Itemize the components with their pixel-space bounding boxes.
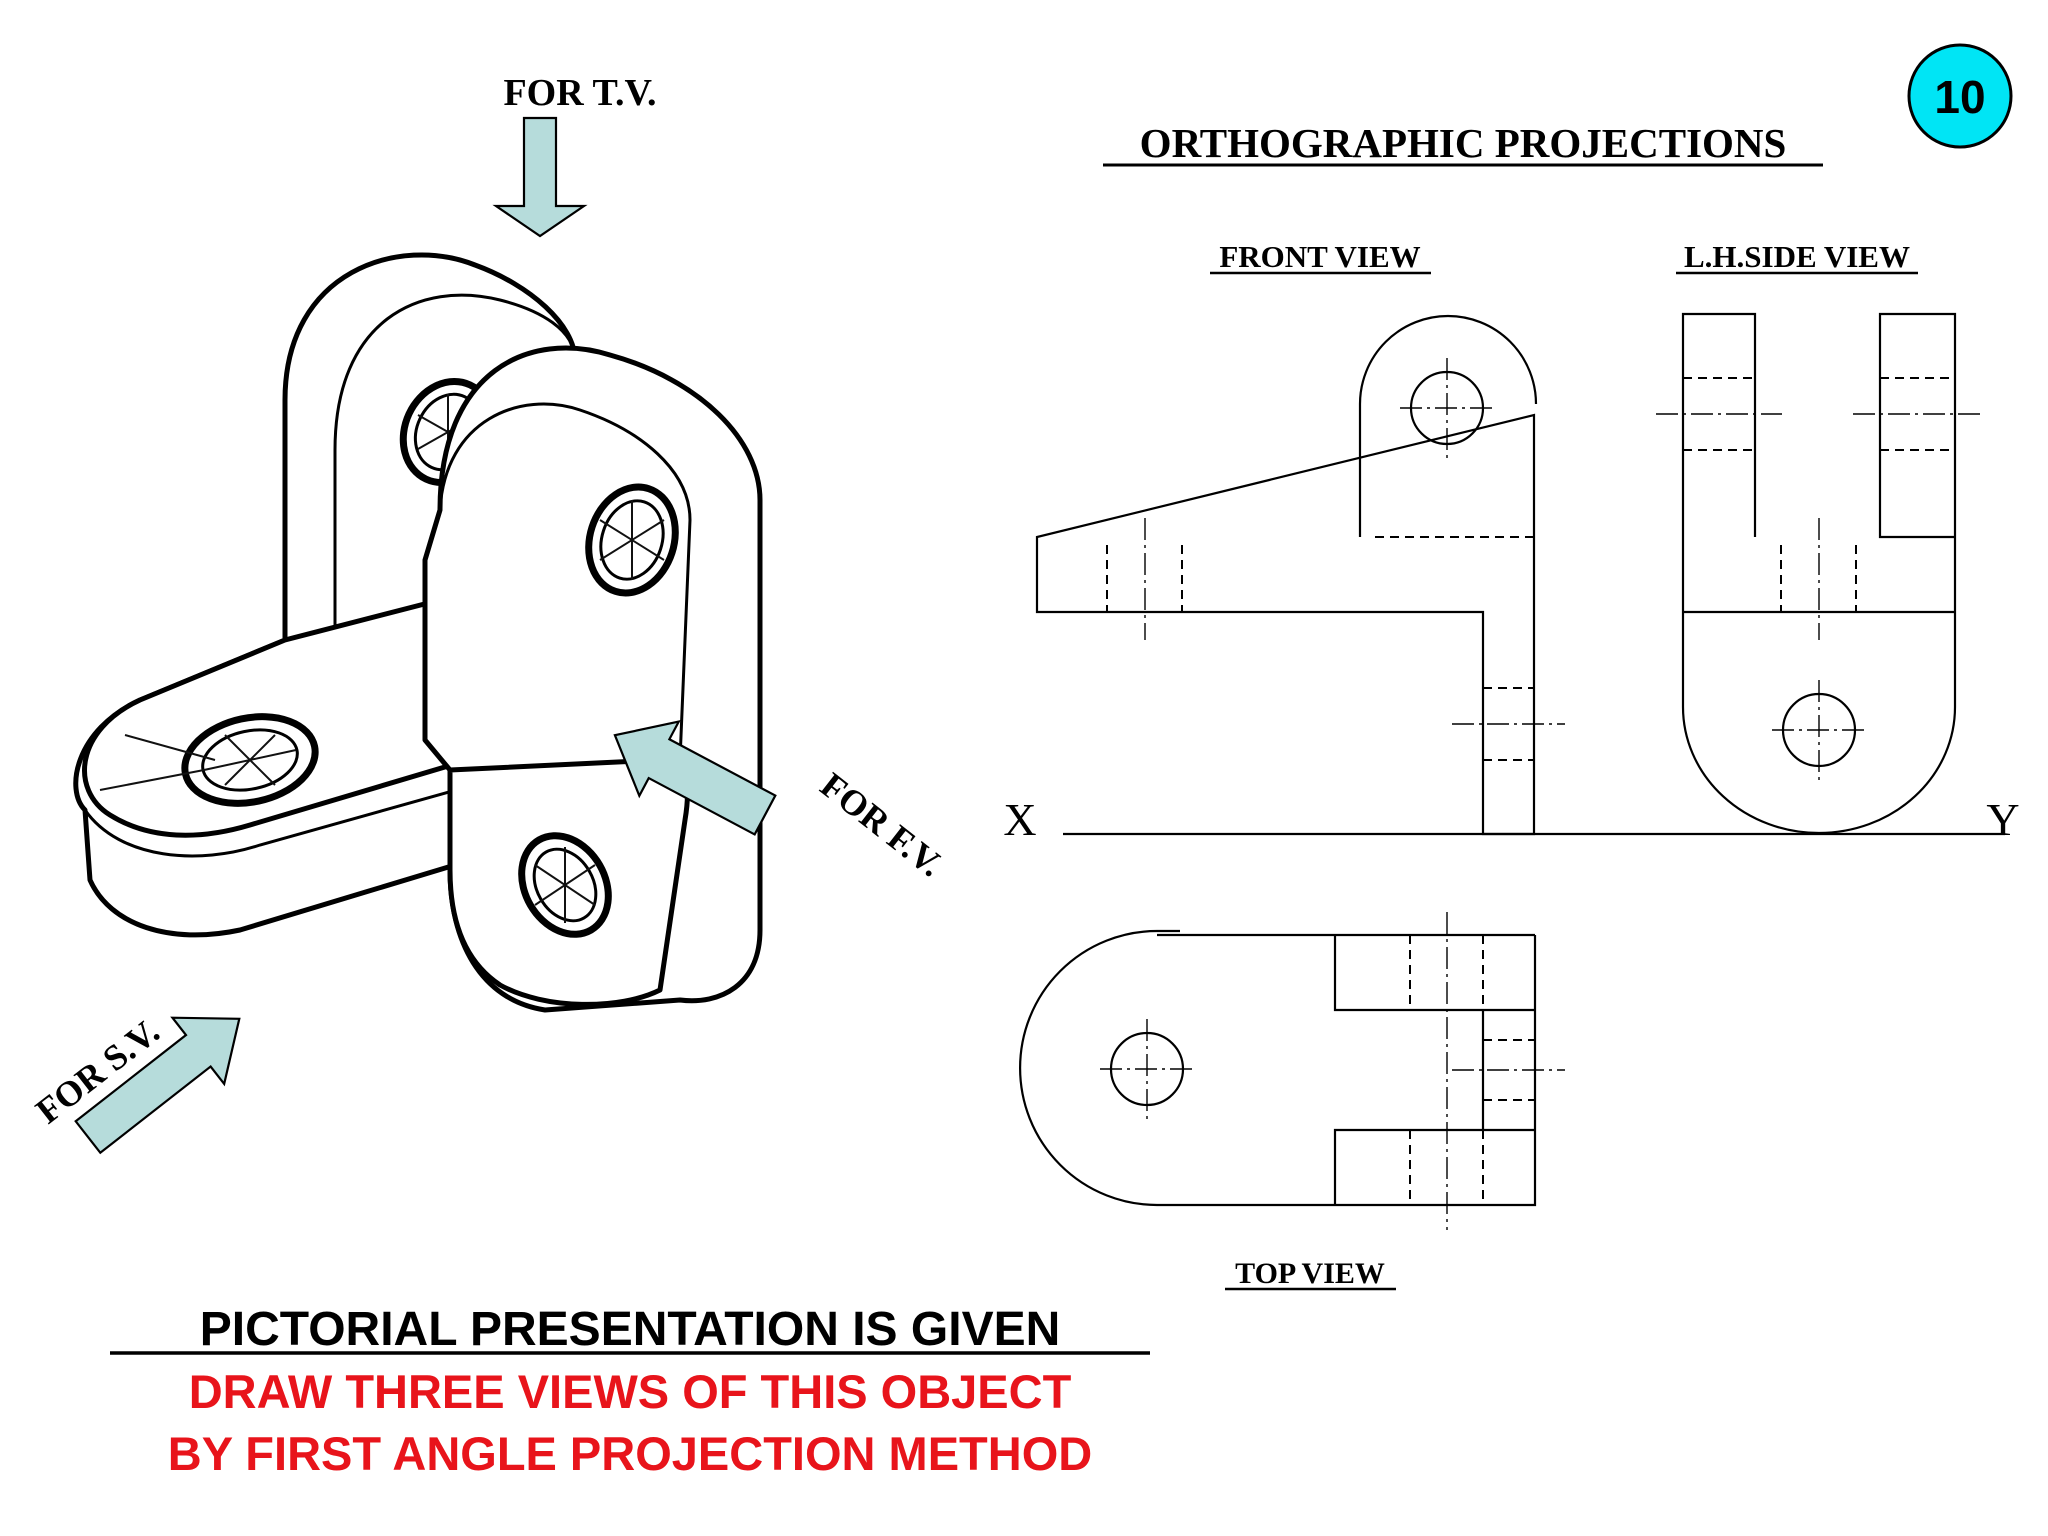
base-front-edge xyxy=(83,728,671,858)
side-view xyxy=(1656,312,1982,835)
base-hole xyxy=(99,713,319,807)
arrow-fv-shape xyxy=(613,720,777,836)
arrow-tv-shape xyxy=(492,116,588,238)
front-hole xyxy=(585,483,679,597)
side-view-label: L.H.SIDE VIEW xyxy=(1684,239,1910,274)
front-upright-side xyxy=(438,402,692,761)
top-view xyxy=(1018,912,1565,1230)
lower-hole xyxy=(518,832,612,938)
instruction-line-3: BY FIRST ANGLE PROJECTION METHOD xyxy=(168,1427,1092,1480)
side-view-outline xyxy=(1681,312,1957,835)
arrow-sv xyxy=(74,1016,241,1155)
arrow-fv xyxy=(613,720,777,836)
arrow-sv-shape xyxy=(74,1016,241,1155)
arrow-tv-label: FOR T.V. xyxy=(503,72,656,114)
instruction-line-2: DRAW THREE VIEWS OF THIS OBJECT xyxy=(189,1365,1072,1418)
front-view xyxy=(1035,314,1565,836)
xy-label-x: X xyxy=(1003,794,1036,845)
top-view-outline xyxy=(1018,929,1537,1207)
page-number: 10 xyxy=(1934,71,1985,123)
back-upright-face-edge xyxy=(333,293,577,665)
arrow-tv: FOR T.V. xyxy=(492,72,657,238)
arrow-fv-label: FOR F.V. xyxy=(813,765,950,885)
pictorial-view xyxy=(73,252,763,1013)
instruction-line-1: PICTORIAL PRESENTATION IS GIVEN xyxy=(200,1303,1061,1356)
front-view-label: FRONT VIEW xyxy=(1219,239,1420,274)
xy-label-y: Y xyxy=(1986,794,2019,845)
top-view-label: TOP VIEW xyxy=(1235,1257,1385,1290)
badge-circle xyxy=(1907,43,2013,149)
page-number-badge: 10 xyxy=(1907,43,2013,149)
front-view-outline xyxy=(1035,314,1538,836)
page-title: ORTHOGRAPHIC PROJECTIONS xyxy=(1140,120,1787,166)
top-view-slot-top xyxy=(1333,935,1535,1012)
top-view-slot-bottom xyxy=(1333,1128,1535,1205)
